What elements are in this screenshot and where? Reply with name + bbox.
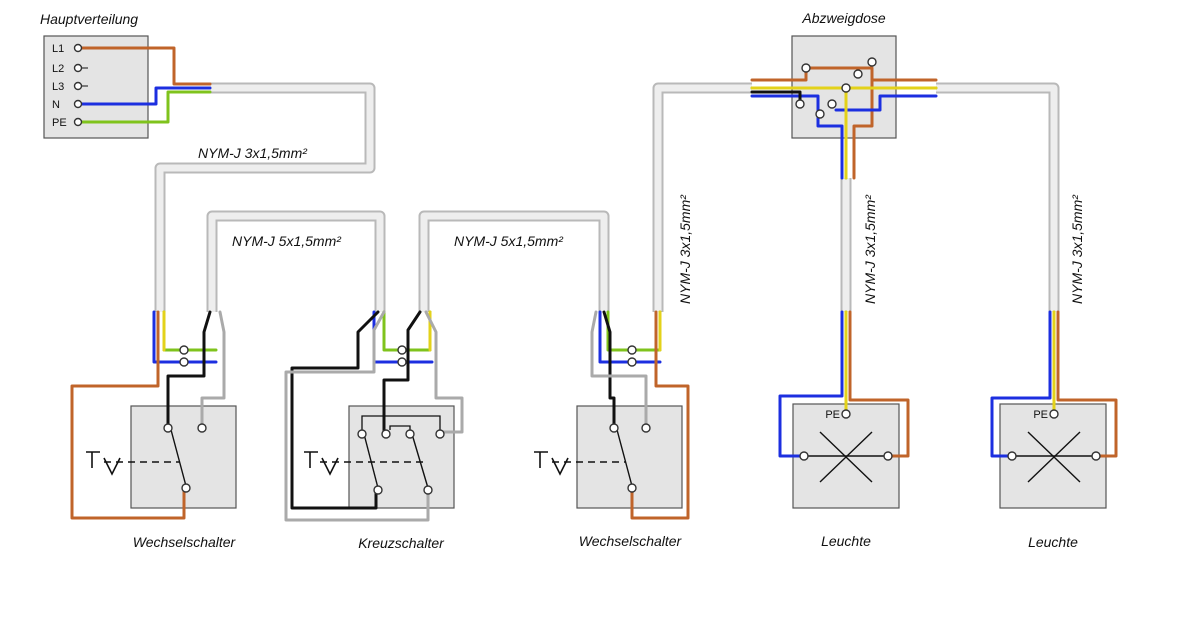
junction-terminal: [867, 57, 877, 67]
lamp-2-wires: [990, 310, 1118, 458]
lamp-2-terminal: [1007, 451, 1017, 461]
terminal-pe-label: PE: [52, 117, 67, 129]
junction-terminal: [801, 63, 811, 73]
terminal-pe: [73, 117, 83, 127]
junction-box-title: Abzweigdose: [801, 10, 885, 26]
distribution-wires: [76, 46, 212, 124]
terminal-l2-label: L2: [52, 63, 64, 75]
switch-contact: [609, 423, 619, 433]
lamp-1-caption: Leuchte: [821, 533, 871, 549]
cable-to-lamp-2: [936, 82, 1060, 312]
distribution-title: Hauptverteilung: [40, 11, 138, 27]
switch-contact: [163, 423, 173, 433]
cable-link-2-label: NYM-J 5x1,5mm²: [454, 233, 564, 249]
cable-to-lamp-1-label: NYM-J 3x1,5mm²: [862, 194, 878, 304]
lamp-2-symbol: [1012, 431, 1096, 483]
switch-left-caption: Wechselschalter: [133, 534, 237, 550]
junction-wires: [750, 66, 938, 180]
clamp: [397, 357, 407, 367]
cable-to-lamp-2-label: NYM-J 3x1,5mm²: [1069, 194, 1085, 304]
lamp-1-wires: [778, 310, 910, 458]
switch-right-box: [576, 405, 683, 509]
switch-cross-wires: [284, 310, 464, 522]
cable-feed-label: NYM-J 3x1,5mm²: [198, 145, 308, 161]
switch-cross-mechanism: [304, 415, 441, 489]
switch-contact: [181, 483, 191, 493]
lamp-2-terminal: [1091, 451, 1101, 461]
terminal-l3: [73, 81, 83, 91]
switch-contact: [405, 429, 415, 439]
junction-terminal: [827, 99, 837, 109]
lamp-2-caption: Leuchte: [1028, 534, 1078, 550]
cable-feed: [154, 82, 376, 312]
clamp: [627, 345, 637, 355]
terminal-n: [73, 99, 83, 109]
switch-left-wires: [70, 310, 226, 520]
switch-contact: [423, 485, 433, 495]
lamp-1-symbol: [804, 431, 888, 483]
lamp-1-terminal: [799, 451, 809, 461]
cable-to-junction-label: NYM-J 3x1,5mm²: [677, 194, 693, 304]
switch-contact: [357, 429, 367, 439]
junction-terminal: [815, 109, 825, 119]
switch-contact: [435, 429, 445, 439]
clamp: [179, 345, 189, 355]
lamp-1-pe-label: PE: [825, 409, 840, 421]
junction-terminal: [841, 83, 851, 93]
clamp: [397, 345, 407, 355]
switch-cross-box: [348, 405, 455, 509]
terminals: [73, 43, 1101, 495]
switch-right-mechanism: [534, 425, 633, 487]
lamp-1-terminal: [883, 451, 893, 461]
junction-terminal: [795, 99, 805, 109]
lamp-2-pe-terminal: [1049, 409, 1059, 419]
junction-terminal: [853, 69, 863, 79]
terminal-l2: [73, 63, 83, 73]
switch-cross-caption: Kreuzschalter: [358, 535, 445, 551]
switch-contact: [627, 483, 637, 493]
switch-right-caption: Wechselschalter: [579, 533, 683, 549]
clamp: [627, 357, 637, 367]
switch-contact: [373, 485, 383, 495]
switch-contact: [197, 423, 207, 433]
cable-to-junction: [652, 82, 752, 312]
terminal-l3-label: L3: [52, 81, 64, 93]
switch-left-mechanism: [86, 425, 187, 487]
terminal-l1-label: L1: [52, 43, 64, 55]
terminal-n-label: N: [52, 99, 60, 111]
lamp-1-pe-terminal: [841, 409, 851, 419]
terminal-l1: [73, 43, 83, 53]
lamp-2-pe-label: PE: [1033, 409, 1048, 421]
cable-link-1-label: NYM-J 5x1,5mm²: [232, 233, 342, 249]
cable-switch-link-1: [206, 210, 386, 312]
switch-contact: [381, 429, 391, 439]
switch-contact: [641, 423, 651, 433]
clamp: [179, 357, 189, 367]
cable-switch-link-2: [418, 210, 610, 312]
